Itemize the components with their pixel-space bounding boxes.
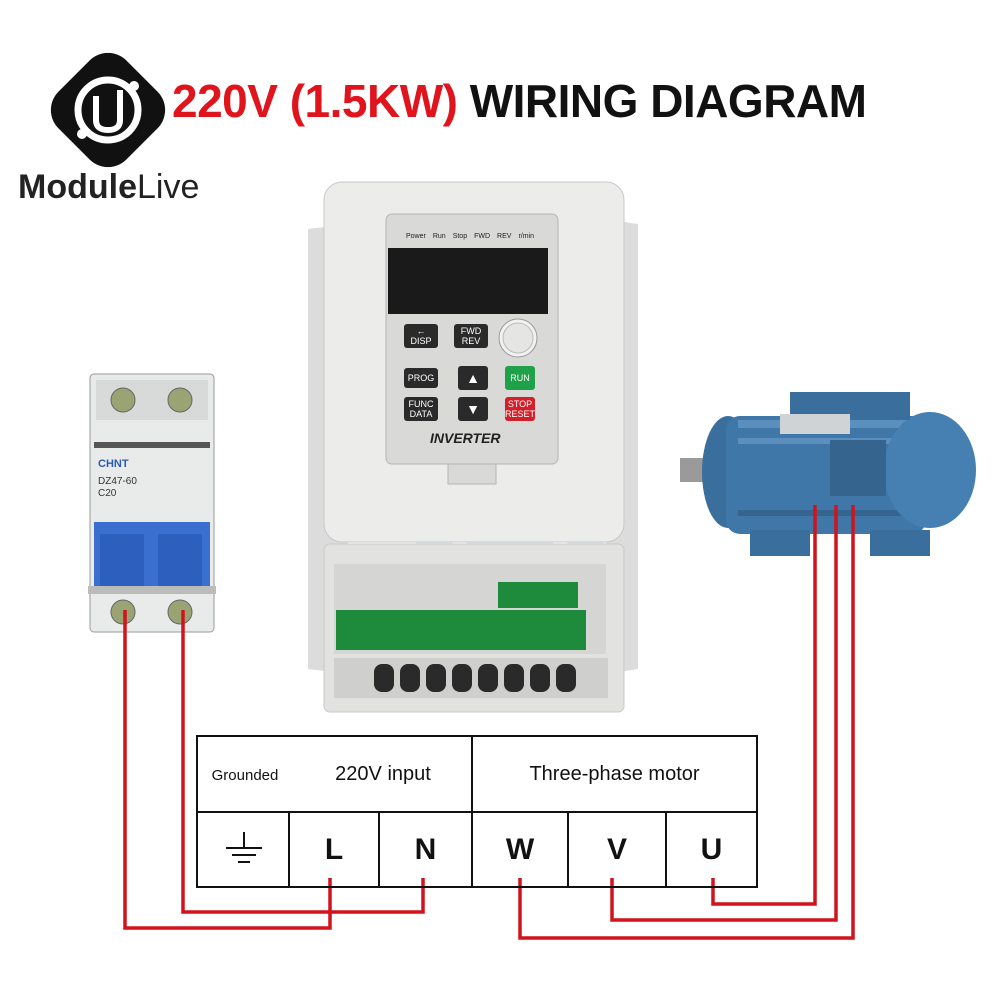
func-data-button[interactable]: FUNC DATA <box>404 397 438 421</box>
disp-button[interactable]: ← DISP <box>404 324 438 348</box>
grounded-label: Grounded <box>211 766 279 784</box>
input-header: 220V input <box>335 762 431 785</box>
down-arrow-icon: ▼ <box>466 401 480 417</box>
indicator-power: Power <box>406 233 426 240</box>
up-button[interactable]: ▲ <box>458 366 488 390</box>
wiring-table: Grounded 220V input Three-phase motor L … <box>196 735 758 888</box>
inverter-label: INVERTER <box>430 430 501 446</box>
indicator-stop: Stop <box>452 233 468 240</box>
page-title: 220V (1.5KW) WIRING DIAGRAM <box>172 74 867 128</box>
speed-knob[interactable] <box>497 317 539 359</box>
breaker-rating: C20 <box>98 488 117 499</box>
circuit-breaker: CHNT DZ47-60 C20 <box>88 373 216 633</box>
brand-name: ModuleLive <box>18 168 200 206</box>
three-phase-motor <box>680 392 976 556</box>
left-arrow-icon: ← <box>416 326 426 336</box>
fwd-rev-button[interactable]: FWD REV <box>454 324 488 348</box>
terminal-w: W <box>505 832 535 866</box>
motor-header: Three-phase motor <box>529 762 700 785</box>
breaker-model: DZ47-60 <box>98 476 137 487</box>
wire-w <box>518 505 855 940</box>
ground-icon <box>226 832 262 863</box>
breaker-brand: CHNT <box>98 458 129 470</box>
module-live-logo-icon <box>50 52 166 168</box>
indicator-rev: REV <box>497 233 512 240</box>
down-button[interactable]: ▼ <box>458 397 488 421</box>
run-button[interactable]: RUN <box>505 366 535 390</box>
wire-l <box>123 610 332 930</box>
terminal-u: U <box>700 832 723 866</box>
up-arrow-icon: ▲ <box>466 370 480 386</box>
prog-button[interactable]: PROG <box>404 368 438 388</box>
wire-n <box>181 610 425 914</box>
terminal-l: L <box>324 832 344 866</box>
inverter-indicator-labels: Power Run Stop FWD REV r/min <box>406 233 534 240</box>
stop-reset-button[interactable]: STOP RESET <box>505 397 536 421</box>
indicator-run: Run <box>432 233 446 240</box>
wire-v <box>610 505 838 922</box>
terminal-n: N <box>414 832 437 866</box>
title-wiring-diagram: WIRING DIAGRAM <box>469 75 867 127</box>
indicator-rmin: r/min <box>518 233 535 240</box>
title-power-rating: 220V (1.5KW) <box>172 75 458 127</box>
terminal-v: V <box>606 832 627 866</box>
indicator-fwd: FWD <box>474 233 491 240</box>
wire-u <box>711 505 817 906</box>
